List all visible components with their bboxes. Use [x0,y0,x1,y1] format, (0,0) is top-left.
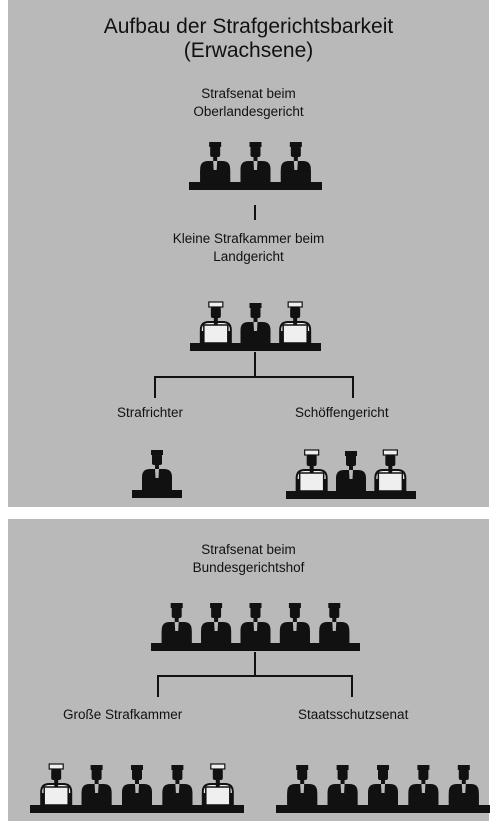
panel-higher-courts: Strafsenat beim Bundesgerichtshof Große … [8,519,490,821]
bench-base [151,643,360,651]
judge-icon [327,765,358,805]
lay-judge-icon [199,301,232,344]
lay-judge-icon [40,763,73,806]
judge-icon [81,765,112,805]
judge-icon [240,603,271,643]
schoeffengericht-bench [286,449,416,499]
staatsschutzsenat-label: Staatsschutzsenat [298,707,409,722]
judge-icon [368,765,398,805]
judge-icon [279,603,310,643]
lay-judge-icon [374,449,407,492]
staatsschutzsenat-bench [276,765,490,813]
landgericht-label-line2: Landgericht [213,249,284,264]
judge-icon [287,765,318,805]
judge-icon [408,765,439,805]
bench-base [30,805,244,813]
strafrichter-label: Strafrichter [117,405,184,420]
panel-adult-courts: Aufbau der Strafgerichtsbarkeit (Erwachs… [8,0,489,507]
bgh-label-line2: Bundesgerichtshof [192,560,305,575]
judge-icon [200,142,231,182]
judge-icon [336,451,366,491]
bgh-label-line1: Strafsenat beim [201,542,296,557]
diagram-subtitle: (Erwachsene) [183,39,314,62]
diagram-title: Aufbau der Strafgerichtsbarkeit [103,15,394,38]
judge-icon [161,603,192,643]
lay-judge-icon [201,763,234,806]
judge-icon [319,603,350,643]
bottom-diagram [30,603,490,813]
olg-label-line2: Oberlandesgericht [193,104,304,119]
judge-icon [280,142,311,182]
judge-icon [448,765,479,805]
grosse-strafkammer-bench [30,763,244,813]
bgh-bench [151,603,360,651]
lay-judge-icon [295,449,328,492]
judge-icon [142,450,172,490]
olg-bench [189,142,322,190]
bench-base [286,491,416,499]
olg-label-line1: Strafsenat beim [201,86,296,101]
bench-base [190,343,321,351]
strafrichter-bench [132,450,182,498]
top-diagram [132,142,416,499]
lay-judge-icon [279,301,312,344]
bench-base [132,490,182,498]
judge-icon [201,603,232,643]
connector-bgh-branches [157,652,353,697]
landgericht-bench [190,301,321,351]
bench-base [276,805,490,813]
bench-base [189,182,322,190]
judge-icon [240,303,271,343]
connector-landgericht-branches [154,352,354,398]
landgericht-label-line1: Kleine Strafkammer beim [172,231,325,246]
judge-icon [122,765,152,805]
judge-icon [162,765,193,805]
schoeffengericht-label: Schöffengericht [295,405,389,420]
grosse-strafkammer-label: Große Strafkammer [63,707,183,722]
judge-icon [240,142,271,182]
